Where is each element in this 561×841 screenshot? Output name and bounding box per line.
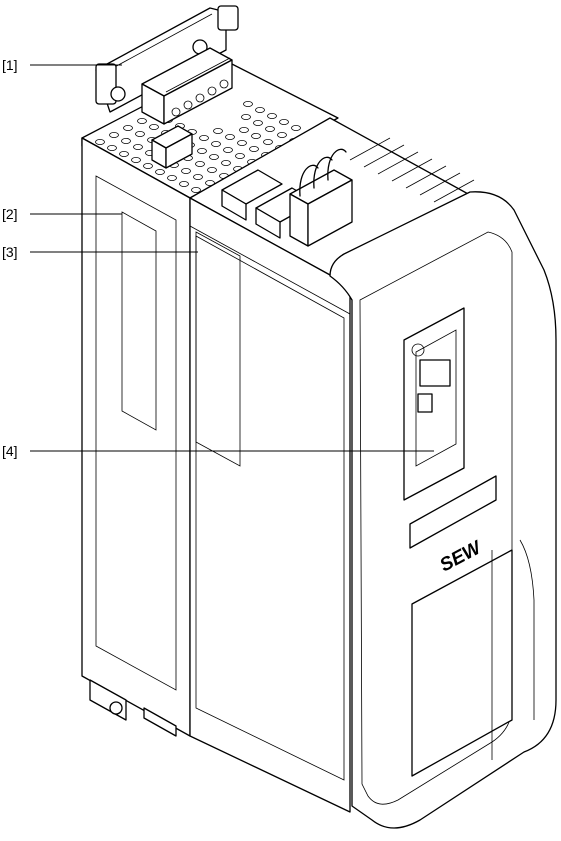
callout-label-4: [4]	[2, 443, 18, 459]
vent-hole	[279, 119, 289, 126]
vent-hole	[205, 179, 215, 186]
small-terminal-plug	[151, 125, 193, 169]
vent-hole	[243, 101, 253, 108]
vent-hole	[291, 125, 301, 132]
fin-slot	[391, 158, 433, 182]
left-housing	[81, 137, 191, 737]
vent-hole	[135, 130, 145, 137]
vent-hole	[207, 166, 217, 173]
vent-hole	[253, 120, 263, 127]
vent-hole	[149, 124, 159, 131]
callout-3: [3]	[2, 244, 198, 260]
vent-hole	[249, 145, 259, 152]
callout-label-2: [2]	[2, 206, 18, 222]
vent-hole	[255, 107, 265, 114]
vent-hole	[167, 174, 177, 181]
vent-hole	[263, 138, 273, 145]
vent-hole	[191, 186, 201, 193]
vent-hole	[221, 159, 231, 166]
callout-2: [2]	[2, 206, 122, 222]
vent-hole	[277, 131, 287, 138]
vent-hole	[181, 167, 191, 174]
fin-slot	[405, 165, 447, 189]
front-cover	[329, 191, 557, 829]
vent-hole	[123, 125, 133, 132]
vent-hole	[199, 134, 209, 141]
vent-hole	[137, 118, 147, 125]
vent-hole	[119, 150, 129, 157]
vent-hole	[133, 143, 143, 150]
vent-hole	[265, 126, 275, 133]
vent-hole	[179, 180, 189, 187]
callout-label-1: [1]	[2, 57, 18, 73]
fin-slot	[419, 172, 461, 196]
top-mounting-bracket	[95, 5, 239, 113]
fin-slot	[363, 144, 405, 168]
vent-hole	[155, 168, 165, 175]
vent-hole	[267, 113, 277, 120]
fin-slot	[433, 179, 475, 203]
fin-slots	[349, 137, 475, 203]
vent-hole	[213, 127, 223, 134]
vent-hole	[223, 146, 233, 153]
vent-hole	[121, 137, 131, 144]
vent-hole	[107, 144, 117, 151]
vent-hole	[197, 147, 207, 154]
cable-connector	[289, 148, 353, 247]
vent-hole	[193, 173, 203, 180]
fin-slot	[377, 151, 419, 175]
vent-hole	[143, 162, 153, 169]
fin-slot	[349, 137, 391, 161]
vent-hole	[209, 153, 219, 160]
vent-hole	[235, 152, 245, 159]
vent-hole	[109, 131, 119, 138]
vent-hole	[225, 133, 235, 140]
vent-hole	[95, 138, 105, 145]
vent-hole	[237, 139, 247, 146]
vent-hole	[251, 132, 261, 139]
vent-hole	[195, 160, 205, 167]
vent-hole	[241, 114, 251, 121]
callout-1: [1]	[2, 57, 122, 73]
vent-hole	[239, 127, 249, 134]
callout-4: [4]	[2, 443, 434, 459]
vent-hole	[211, 140, 221, 147]
top-terminal-block	[141, 47, 233, 125]
callout-label-3: [3]	[2, 244, 18, 260]
vent-hole	[131, 156, 141, 163]
